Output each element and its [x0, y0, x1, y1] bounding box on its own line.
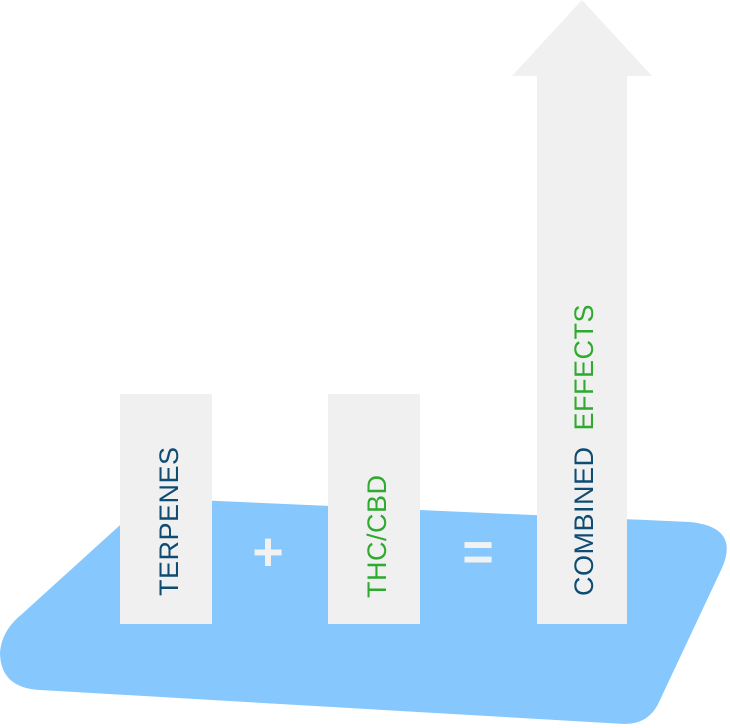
up-arrow-icon — [512, 0, 652, 624]
terpenes-bar — [120, 394, 212, 624]
thc-cbd-bar — [328, 394, 420, 624]
effects-word: EFFECTS — [569, 304, 599, 431]
thc-cbd-label: THC/CBD — [362, 475, 392, 599]
equals-operator: = — [462, 522, 494, 582]
plus-operator: + — [252, 522, 284, 582]
combined-effects-label: COMBINED EFFECTS — [569, 304, 599, 596]
terpenes-label: TERPENES — [154, 446, 184, 596]
combined-word: COMBINED — [569, 446, 599, 596]
